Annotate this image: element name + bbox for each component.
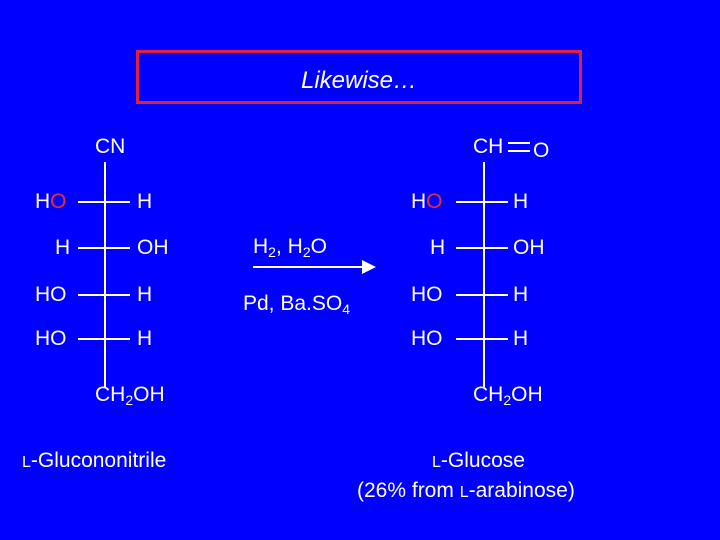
right-caption-yield: (26% from L-arabinose) bbox=[357, 479, 575, 502]
left-row2-left: H bbox=[55, 236, 71, 259]
carbonyl-bond-lower bbox=[508, 150, 530, 152]
left-row2-right: OH bbox=[137, 236, 169, 259]
right-row2-right: OH bbox=[513, 236, 545, 259]
right-row4-bond bbox=[456, 338, 508, 340]
right-row3-right: H bbox=[513, 283, 529, 306]
right-row1-left: HO bbox=[411, 190, 443, 213]
left-row3-right: H bbox=[137, 283, 153, 306]
reaction-arrow-shaft bbox=[253, 266, 366, 268]
right-row3-left: HO bbox=[411, 283, 443, 306]
title-box: Likewise… bbox=[136, 50, 582, 104]
left-row4-bond bbox=[78, 338, 130, 340]
left-caption: L-Glucononitrile bbox=[22, 449, 167, 472]
right-row4-left: HO bbox=[411, 327, 443, 350]
right-backbone bbox=[483, 162, 485, 387]
carbonyl-bond-upper bbox=[508, 142, 530, 144]
right-row3-bond bbox=[456, 294, 508, 296]
left-row3-left: HO bbox=[35, 283, 67, 306]
right-carbonyl-o: O bbox=[533, 139, 550, 162]
left-top-group: CN bbox=[95, 135, 126, 158]
left-row2-bond bbox=[78, 247, 130, 249]
left-bottom-group: CH2OH bbox=[95, 383, 165, 408]
reagent-line-2: Pd, Ba.SO4 bbox=[243, 292, 351, 317]
right-row1-right: H bbox=[513, 190, 529, 213]
right-row2-bond bbox=[456, 247, 508, 249]
left-backbone bbox=[104, 162, 106, 387]
left-row1-right: H bbox=[137, 190, 153, 213]
right-top-group: CH bbox=[473, 135, 504, 158]
left-row1-left: HO bbox=[35, 190, 67, 213]
right-caption: L-Glucose bbox=[432, 449, 525, 472]
reagent-line-1: H2, H2O bbox=[253, 235, 327, 260]
slide-title: Likewise… bbox=[300, 67, 418, 94]
reaction-arrow-head bbox=[362, 260, 376, 274]
right-bottom-group: CH2OH bbox=[473, 383, 543, 408]
right-row2-left: H bbox=[430, 236, 446, 259]
right-row4-right: H bbox=[513, 327, 529, 350]
left-row4-left: HO bbox=[35, 327, 67, 350]
left-row1-bond bbox=[78, 201, 130, 203]
left-row3-bond bbox=[78, 294, 130, 296]
left-row4-right: H bbox=[137, 327, 153, 350]
right-row1-bond bbox=[456, 201, 508, 203]
